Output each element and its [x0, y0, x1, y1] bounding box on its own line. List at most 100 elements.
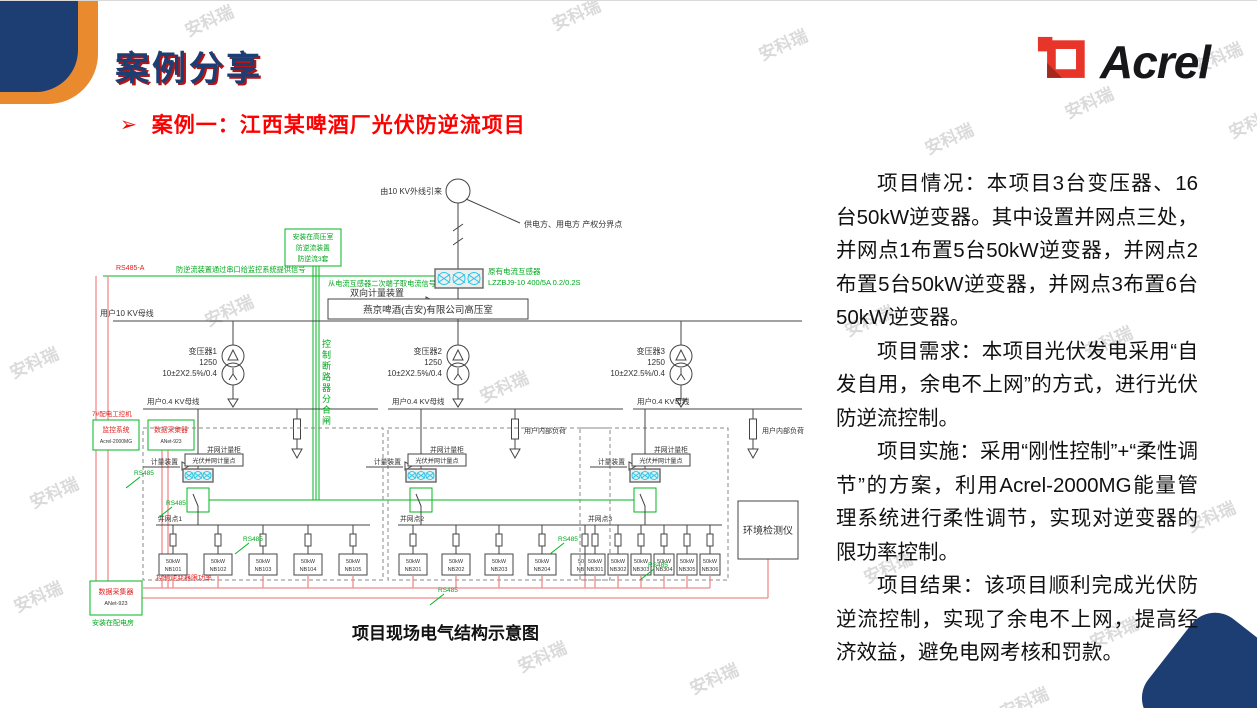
watermark: 安科瑞: [1226, 104, 1257, 143]
svg-text:1250: 1250: [424, 358, 442, 367]
paragraph-implementation: 项目实施：采用“刚性控制”+“柔性调节”的方案，利用Acrel-2000MG能量…: [836, 440, 1198, 564]
svg-text:NB302: NB302: [610, 567, 627, 573]
project-description: 项目情况：本项目3台变压器、16台50kW逆变器。其中设置并网点三处，并网点1布…: [836, 167, 1198, 670]
collector1-box: [147, 419, 195, 451]
svg-text:用户0.4 KV母线: 用户0.4 KV母线: [637, 396, 690, 406]
svg-text:数据采集器: 数据采集器: [154, 425, 188, 434]
svg-text:用户内部负荷: 用户内部负荷: [762, 426, 804, 435]
diagram-caption: 项目现场电气结构示意图: [352, 624, 539, 643]
collector-note: 安装在配电房: [92, 618, 134, 627]
svg-text:NB104: NB104: [300, 567, 317, 573]
svg-text:RS485: RS485: [558, 536, 578, 543]
page-title: 案例分享: [115, 50, 263, 88]
svg-text:50kW: 50kW: [588, 559, 603, 565]
svg-text:ANet-923: ANet-923: [104, 601, 127, 607]
svg-text:NB305: NB305: [679, 567, 696, 573]
watermark: 安科瑞: [182, 2, 237, 41]
incoming-label: 由10 KV外线引来: [380, 186, 442, 196]
paragraph-requirement: 项目需求：本项目光伏发电采用“自发自用，余电不上网”的方式，进行光伏防逆流控制。: [836, 339, 1198, 430]
internal-load: 用户内部负荷: [747, 409, 804, 460]
svg-text:并网点3: 并网点3: [588, 514, 612, 523]
svg-text:用户内部负荷: 用户内部负荷: [524, 426, 566, 435]
svg-text:NB101: NB101: [165, 567, 182, 573]
grid-point: 并网计量柜 计量装置 光伏并网计量点 并网点1 50kW NB101 50kW …: [142, 409, 384, 588]
serial-signal-label: 防逆流装置通过串口给监控系统提供信号: [176, 265, 305, 274]
svg-text:监控系统: 监控系统: [102, 425, 129, 434]
ct-signal-label: 从电流互感器二次端子取电流信号: [328, 279, 436, 288]
watermark: 安科瑞: [27, 474, 82, 513]
grid-point: 并网计量柜 计量装置 光伏并网计量点 并网点2 50kW NB201 50kW …: [366, 409, 611, 588]
svg-text:NB202: NB202: [448, 567, 465, 573]
svg-text:50kW: 50kW: [492, 559, 507, 565]
svg-text:1250: 1250: [199, 358, 217, 367]
grid-point: 并网计量柜 计量装置 光伏并网计量点 并网点3 50kW NB301 50kW …: [579, 409, 729, 588]
svg-text:并网计量柜: 并网计量柜: [207, 445, 241, 454]
station-name-box: [327, 298, 529, 320]
svg-text:50kW: 50kW: [535, 559, 550, 565]
svg-text:NB306: NB306: [702, 567, 719, 573]
svg-text:50kW: 50kW: [166, 559, 181, 565]
arrow-bullet-icon: ➢: [120, 113, 138, 136]
svg-text:并网点1: 并网点1: [158, 514, 182, 523]
watermark: 安科瑞: [756, 26, 811, 65]
watermark: 安科瑞: [11, 578, 66, 617]
svg-text:原有电流互感器: 原有电流互感器: [488, 266, 541, 276]
svg-text:50kW: 50kW: [256, 559, 271, 565]
rs485-label: RS485: [234, 536, 263, 555]
watermark: 安科瑞: [7, 344, 62, 383]
svg-text:燕京啤酒(吉安)有限公司高压室: 燕京啤酒(吉安)有限公司高压室: [363, 304, 493, 316]
svg-text:NB301: NB301: [587, 567, 604, 573]
svg-text:NB102: NB102: [210, 567, 227, 573]
svg-text:NB105: NB105: [345, 567, 362, 573]
breaker-control-label: 控制断路器分合闸: [321, 339, 331, 427]
svg-text:10±2X2.5%/0.4: 10±2X2.5%/0.4: [162, 369, 217, 378]
svg-text:并网点2: 并网点2: [400, 514, 424, 523]
svg-text:NB303: NB303: [633, 567, 650, 573]
svg-text:ANet-923: ANet-923: [160, 439, 181, 445]
svg-text:LZZBJ9-10 400/5A 0.2/0.2S: LZZBJ9-10 400/5A 0.2/0.2S: [488, 278, 581, 287]
scada-box: [92, 419, 140, 451]
watermark: 安科瑞: [549, 0, 604, 35]
svg-text:RS485: RS485: [243, 536, 263, 543]
ipc-label: 7#配电工控机: [92, 409, 132, 418]
transformer: 变压器2 1250 10±2X2.5%/0.4 用户0.4 KV母线: [387, 321, 623, 410]
rs485a-label: RS485-A: [116, 265, 145, 272]
svg-text:光伏并网计量点: 光伏并网计量点: [415, 457, 458, 465]
svg-text:计量装置: 计量装置: [598, 457, 625, 466]
rs485-label: RS485: [549, 536, 578, 555]
watermark: 安科瑞: [687, 660, 742, 699]
svg-text:NB304: NB304: [656, 567, 673, 573]
svg-text:RS485: RS485: [648, 562, 668, 569]
svg-text:变压器3: 变压器3: [637, 346, 666, 356]
svg-text:NB204: NB204: [534, 567, 551, 573]
svg-text:50kW: 50kW: [211, 559, 226, 565]
svg-text:光伏并网计量点: 光伏并网计量点: [639, 457, 682, 465]
watermark: 安科瑞: [997, 684, 1052, 708]
svg-text:安装在高压室: 安装在高压室: [293, 232, 334, 241]
rs485-label: RS485: [639, 562, 668, 581]
svg-text:10±2X2.5%/0.4: 10±2X2.5%/0.4: [610, 369, 665, 378]
svg-text:NB103: NB103: [255, 567, 272, 573]
svg-text:10±2X2.5%/0.4: 10±2X2.5%/0.4: [387, 369, 442, 378]
env-monitor-box: [737, 500, 799, 560]
svg-text:RS485: RS485: [166, 500, 186, 507]
internal-load: [291, 409, 303, 460]
acrel-logo-icon: [1037, 36, 1085, 78]
bidirectional-metering-label: 双向计量装置: [350, 287, 404, 298]
electrical-diagram: 由10 KV外线引来 供电方、用电方 产权分界点 安装在高压室 防逆流装置 防逆…: [89, 178, 804, 627]
boundary-label: 供电方、用电方 产权分界点: [524, 219, 622, 229]
svg-text:防逆流装置: 防逆流装置: [296, 243, 330, 252]
bus-10kv-label: 用户10 KV母线: [100, 308, 154, 318]
watermark: 安科瑞: [922, 120, 977, 159]
rs485-label: RS485: [125, 470, 154, 489]
internal-load: 用户内部负荷: [509, 409, 566, 460]
svg-text:RS485: RS485: [134, 470, 154, 477]
transformer: 变压器1 1250 10±2X2.5%/0.4 用户0.4 KV母线: [143, 321, 378, 410]
svg-text:50kW: 50kW: [703, 559, 718, 565]
svg-text:数据采集器: 数据采集器: [99, 587, 134, 596]
rs485-label: RS485: [429, 587, 458, 606]
svg-text:光伏并网计量点: 光伏并网计量点: [192, 457, 235, 465]
collector2-box: [89, 580, 143, 616]
rs485-label: RS485: [157, 500, 186, 519]
